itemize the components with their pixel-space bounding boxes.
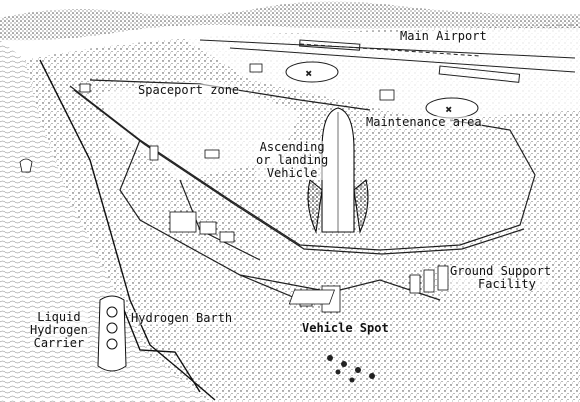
label-ascending-line-1: Ascending: [259, 140, 325, 154]
trees: [327, 355, 375, 383]
label-hydrogen-barth: Hydrogen Barth: [131, 311, 233, 325]
label-ascending-line-2: or landing: [256, 153, 329, 167]
label-maintenance-area: Maintenance area: [366, 115, 482, 129]
hydrogen-carrier-ship: [97, 295, 127, 372]
helipads: ✕ ✕: [285, 61, 479, 119]
svg-text:✕: ✕: [446, 105, 451, 115]
small-boat: [19, 158, 33, 173]
buildings: [79, 63, 449, 313]
label-ascending-line-3: Vehicle: [266, 166, 318, 180]
coastline: [39, 59, 216, 401]
label-lhc-line-2: Hydrogen: [30, 323, 88, 337]
label-ground-support-line-2: Facility: [478, 277, 536, 291]
label-liquid-hydrogen-carrier: Liquid Hydrogen Carrier: [30, 311, 88, 350]
runways: [199, 39, 576, 83]
label-lhc-line-1: Liquid: [37, 310, 81, 324]
label-spaceport-zone: Spaceport zone: [138, 83, 240, 97]
svg-text:✕: ✕: [306, 69, 311, 79]
launch-vehicle: [307, 107, 369, 234]
label-lhc-line-3: Carrier: [33, 336, 85, 350]
horizon-hills: [0, 1, 580, 41]
label-ascending-vehicle: Ascending or landing Vehicle: [256, 140, 329, 180]
label-ground-support-line-1: Ground Support: [450, 264, 552, 278]
label-vehicle-spot: Vehicle Spot: [302, 321, 389, 335]
label-ground-support: Ground Support Facility: [450, 264, 552, 291]
label-main-airport: Main Airport: [400, 29, 487, 43]
